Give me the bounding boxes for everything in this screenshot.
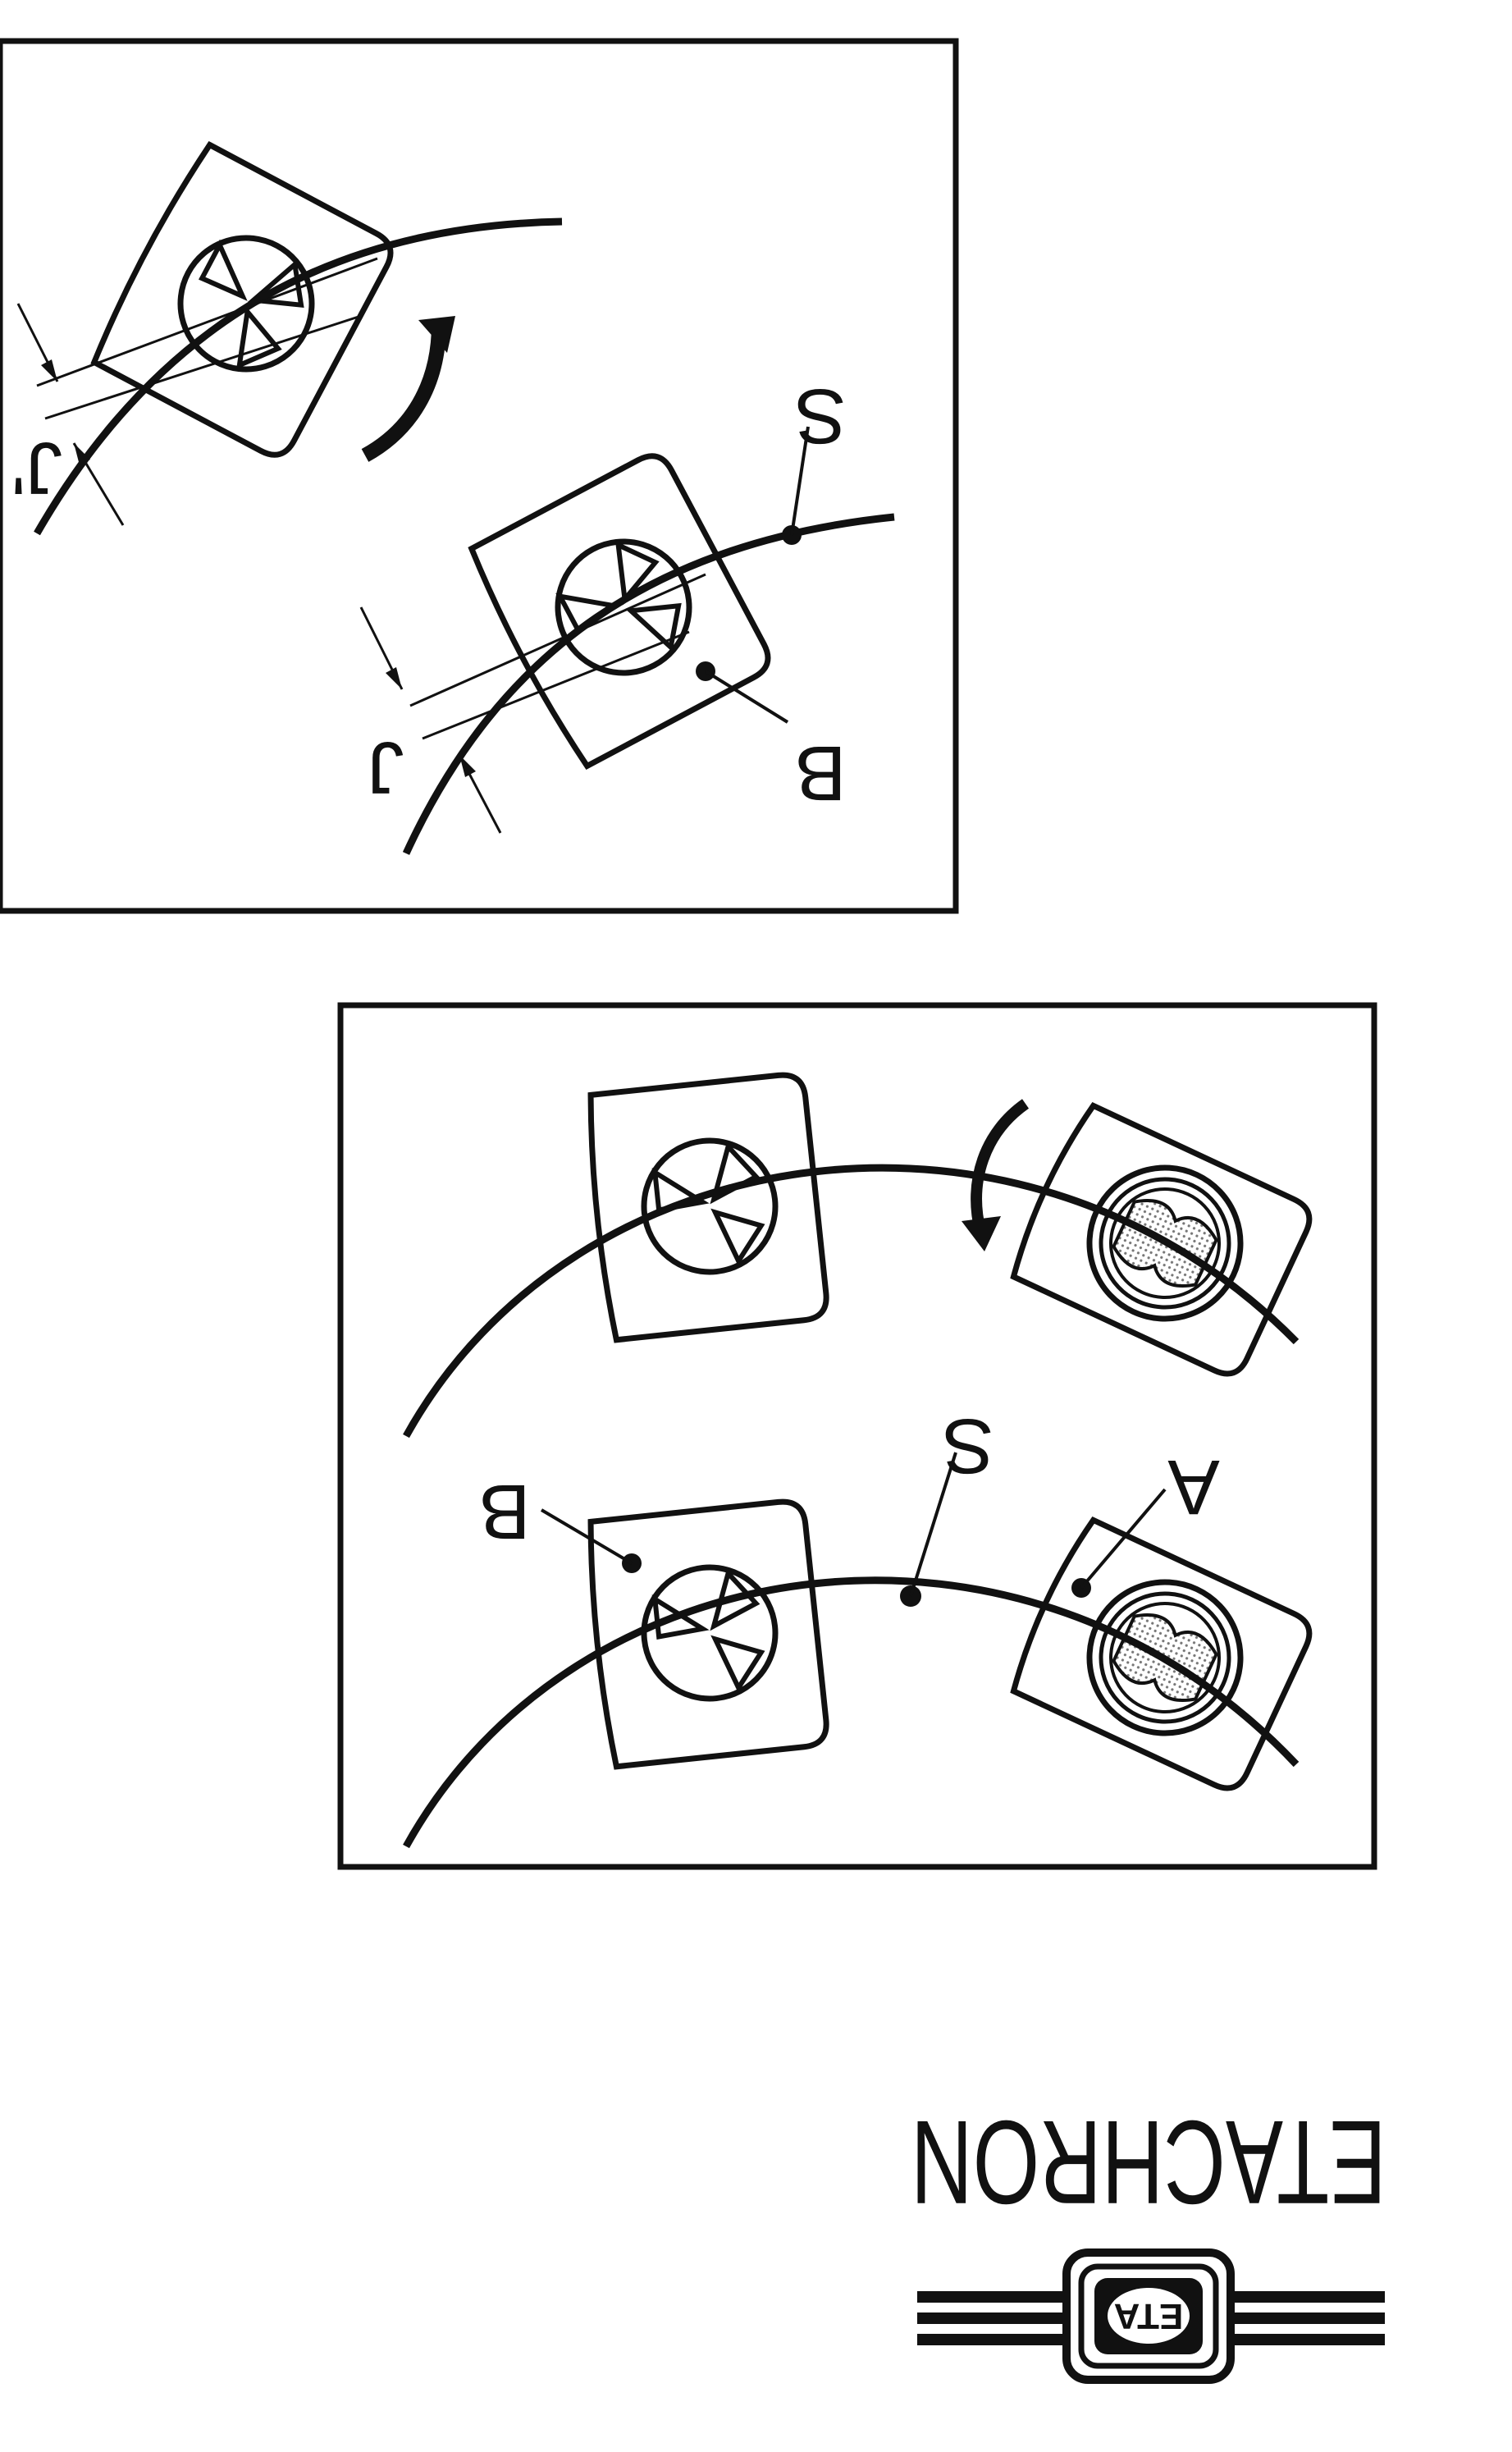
brand-name: ETACHRON	[911, 2096, 1386, 2229]
eta-logo-text: ETA	[1114, 2296, 1184, 2336]
top-figure-frame	[0, 38, 959, 914]
top-label-j: J	[368, 726, 404, 808]
bottom-plate-b	[585, 1499, 829, 1767]
brand-block: ETACHRON ETA	[911, 2096, 1386, 2384]
bottom-label-a: A	[1167, 1443, 1220, 1530]
bottom-arc-lower	[403, 1576, 1300, 1849]
rotation-arrow-icon	[361, 323, 446, 462]
bottom-label-b: B	[478, 1468, 530, 1555]
top-label-j-prime: J'	[11, 427, 62, 509]
balance-spring-plate-upper	[89, 142, 398, 462]
top-label-s: S	[794, 373, 846, 460]
eta-logo: ETA	[917, 2248, 1385, 2384]
bottom-arc-upper	[403, 1164, 1300, 1439]
bottom-figure: S A B	[337, 1002, 1377, 1870]
bottom-label-s: S	[942, 1402, 994, 1489]
top-figure: S B J J'	[0, 38, 959, 914]
bottom-figure-frame	[337, 1002, 1377, 1870]
bottom-plate-upper-left	[585, 1073, 829, 1340]
top-label-b: B	[794, 730, 846, 817]
balance-spring-plate-b	[466, 449, 775, 769]
bottom-rotation-arrow-icon	[971, 1099, 1030, 1233]
top-curve-upper	[34, 217, 563, 536]
